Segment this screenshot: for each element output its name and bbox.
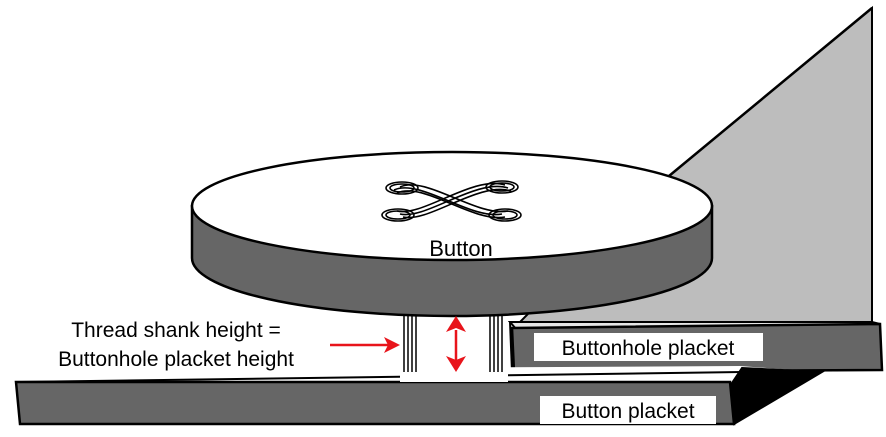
button-label: Button — [429, 236, 493, 261]
button-disk — [190, 150, 714, 318]
thread-shank-strands-left — [403, 308, 417, 372]
buttonhole-placket-label-box — [534, 333, 763, 361]
buttonhole-placket-label: Buttonhole placket — [562, 337, 735, 360]
button-placket-label: Button placket — [561, 400, 694, 423]
thread-x-stitch-icon — [381, 180, 522, 222]
right-arrow-icon — [330, 337, 400, 353]
thread-shank-label-line1: Thread shank height = — [71, 319, 281, 342]
double-headed-arrow-icon — [446, 316, 466, 372]
fabric-panel-edge — [639, 7, 873, 201]
thread-shank-label-line2: Buttonhole placket height — [58, 348, 294, 371]
thread-shank-strands-right — [489, 308, 503, 372]
button-placket-label-box — [540, 396, 716, 424]
